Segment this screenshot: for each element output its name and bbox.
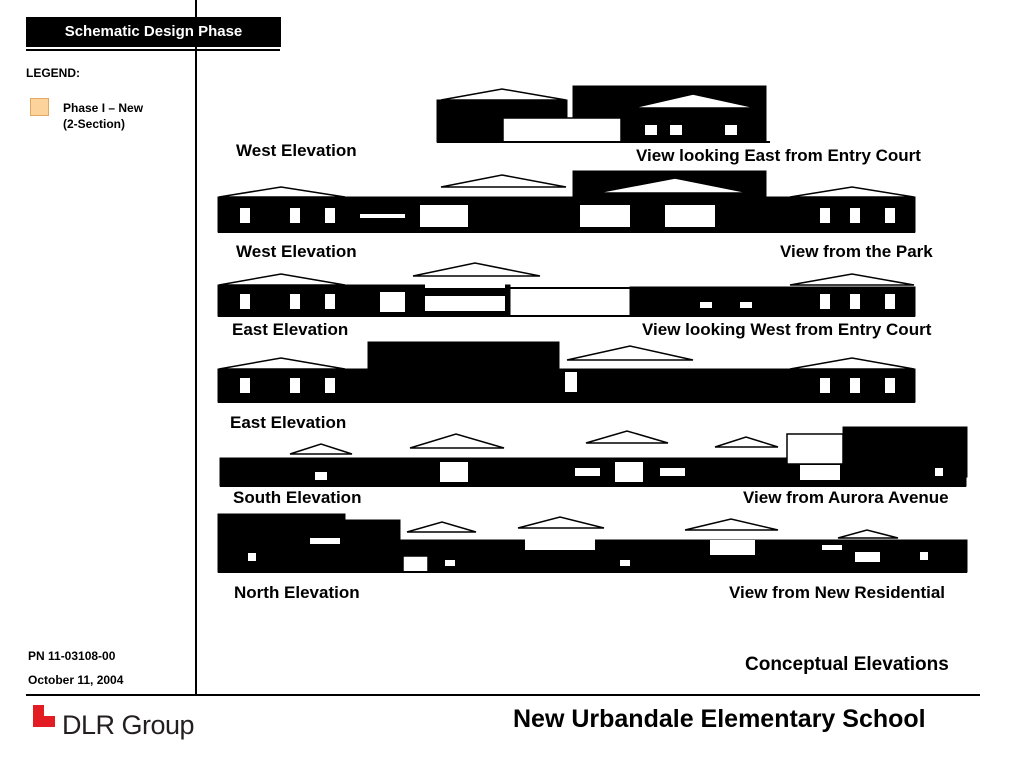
- legend-label-line1: Phase I – New: [63, 101, 144, 115]
- label-west-elevation-2: West Elevation: [236, 242, 357, 261]
- legend-label-line2: (2-Section): [63, 117, 126, 131]
- project-number: PN 11-03108-00: [28, 649, 116, 663]
- elevation-view-park: [217, 170, 916, 233]
- project-date: October 11, 2004: [28, 673, 124, 687]
- label-view-west-entry: View looking West from Entry Court: [642, 320, 932, 339]
- elevation-view-aurora: [219, 426, 968, 487]
- label-view-residential: View from New Residential: [729, 583, 946, 602]
- elevation-view-west-entry: [217, 262, 916, 317]
- elevation-view-east-entry: [436, 85, 770, 143]
- label-east-elevation-2: East Elevation: [230, 413, 347, 432]
- label-view-park: View from the Park: [780, 242, 933, 261]
- phase-underline: [26, 49, 280, 51]
- phase-tab: Schematic Design Phase: [26, 17, 281, 47]
- sidebar-divider: [195, 0, 197, 695]
- label-view-aurora: View from Aurora Avenue: [743, 488, 949, 507]
- label-east-elevation-1: East Elevation: [232, 320, 349, 339]
- legend-label-phase1: Phase I – New (2-Section): [63, 100, 143, 132]
- label-south-elevation: South Elevation: [233, 488, 362, 507]
- label-west-elevation-1: West Elevation: [236, 141, 357, 160]
- label-view-east-entry: View looking East from Entry Court: [636, 146, 921, 165]
- school-name: New Urbandale Elementary School: [513, 705, 926, 733]
- elevation-east: [217, 341, 916, 403]
- footer-divider: [26, 694, 980, 696]
- legend-title: LEGEND:: [26, 66, 80, 80]
- sheet-title: Conceptual Elevations: [745, 654, 949, 675]
- label-north-elevation: North Elevation: [234, 583, 360, 602]
- company-name: DLR Group: [62, 710, 195, 740]
- dlr-logo-icon: [33, 705, 55, 727]
- elevation-view-residential: [217, 513, 968, 573]
- legend-swatch-phase1: [30, 98, 49, 116]
